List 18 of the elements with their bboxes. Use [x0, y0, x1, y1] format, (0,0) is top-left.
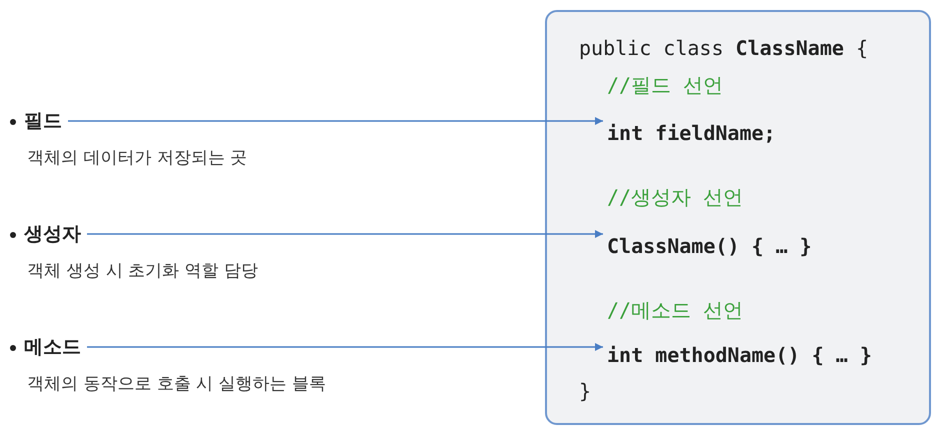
code-panel [545, 10, 931, 425]
description-text: 객체의 데이터가 저장되는 곳 [27, 147, 248, 170]
term-label: 필드 [24, 110, 62, 132]
description-text: 객체 생성 시 초기화 역할 담당 [27, 260, 258, 283]
arrow [68, 117, 603, 125]
code-comment: //생성자 선언 [607, 184, 744, 210]
code-line: int fieldName; [607, 120, 776, 146]
code-comment: //필드 선언 [607, 72, 724, 98]
term-label: 생성자 [24, 223, 81, 245]
code-line: public class ClassName { [579, 35, 868, 61]
code-line: } [579, 378, 592, 404]
description-text: 객체의 동작으로 호출 시 실행하는 블록 [27, 373, 326, 396]
code-line: ClassName() { … } [607, 233, 812, 259]
arrow [87, 230, 603, 238]
code-comment: //메소드 선언 [607, 297, 744, 323]
arrow [87, 343, 603, 351]
term-label: 메소드 [24, 336, 81, 358]
code-line: int methodName() { … } [607, 342, 872, 368]
